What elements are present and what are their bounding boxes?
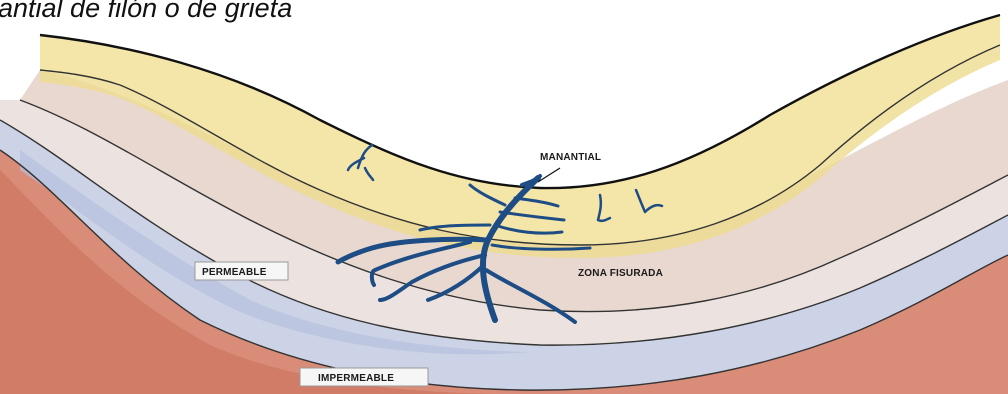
label-impermeable: IMPERMEABLE [318, 373, 394, 384]
label-manantial: MANANTIAL [540, 152, 601, 163]
label-permeable: PERMEABLE [202, 267, 267, 278]
label-zona-fisurada: ZONA FISURADA [578, 268, 663, 279]
